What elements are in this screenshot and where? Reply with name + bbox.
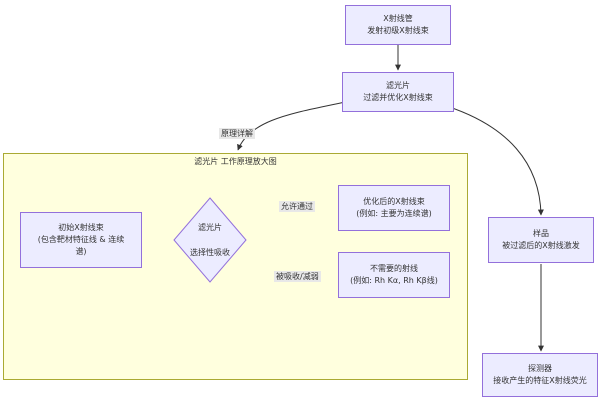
unwanted-rays-node: 不需要的射线 (例如: Rh Kα, Rh Kβ线) bbox=[338, 252, 450, 298]
xray-tube-title: X射线管 bbox=[383, 14, 413, 23]
filter-diamond-line1: 滤光片 bbox=[198, 223, 222, 232]
edge-label-principle-detail: 原理详解 bbox=[219, 128, 255, 139]
unwanted-rays-title: 不需要的射线 bbox=[370, 264, 418, 273]
initial-beam-title: 初始X射线束 bbox=[58, 223, 104, 232]
cluster-title: 滤光片 工作原理放大图 bbox=[194, 157, 277, 166]
filter-diamond-label: 滤光片 bbox=[190, 222, 230, 234]
filter-node: 滤光片 过滤并优化X射线束 bbox=[342, 72, 454, 112]
filter-desc: 过滤并优化X射线束 bbox=[363, 93, 433, 102]
edge-filter-to-sample bbox=[439, 103, 544, 216]
sample-node: 样品 被过滤后的X射线激发 bbox=[488, 217, 594, 263]
detector-title: 探测器 bbox=[528, 364, 552, 373]
detector-node: 探测器 接收产生的特征X射线荧光 bbox=[482, 353, 598, 397]
filter-diamond bbox=[173, 197, 247, 283]
initial-beam-desc-cont: 谱) bbox=[75, 247, 87, 256]
optimized-beam-title: 优化后的X射线束 bbox=[363, 197, 425, 206]
filter-diamond-sublabel: 选择性吸收 bbox=[184, 247, 236, 259]
optimized-beam-desc: (例如: 主要为连续谱) bbox=[356, 209, 432, 218]
xray-tube-node: X射线管 发射初级X射线束 bbox=[345, 5, 451, 45]
filter-diamond-line2: 选择性吸收 bbox=[190, 248, 230, 257]
optimized-beam-node: 优化后的X射线束 (例如: 主要为连续谱) bbox=[338, 185, 450, 231]
sample-title: 样品 bbox=[533, 229, 549, 238]
edge-label-absorb-attenuate: 被吸收/减弱 bbox=[274, 271, 321, 282]
edge-filter-to-cluster bbox=[237, 101, 346, 151]
initial-beam-desc: (包含靶材特征线 & 连续 bbox=[37, 235, 125, 244]
filter-title: 滤光片 bbox=[386, 81, 410, 90]
detector-desc: 接收产生的特征X射线荧光 bbox=[493, 376, 587, 385]
sample-desc: 被过滤后的X射线激发 bbox=[502, 241, 580, 250]
initial-beam-node: 初始X射线束 (包含靶材特征线 & 连续 谱) bbox=[20, 212, 142, 268]
edge-label-allow-pass: 允许通过 bbox=[279, 201, 315, 212]
xray-tube-desc: 发射初级X射线束 bbox=[367, 26, 429, 35]
unwanted-rays-desc: (例如: Rh Kα, Rh Kβ线) bbox=[350, 276, 438, 285]
